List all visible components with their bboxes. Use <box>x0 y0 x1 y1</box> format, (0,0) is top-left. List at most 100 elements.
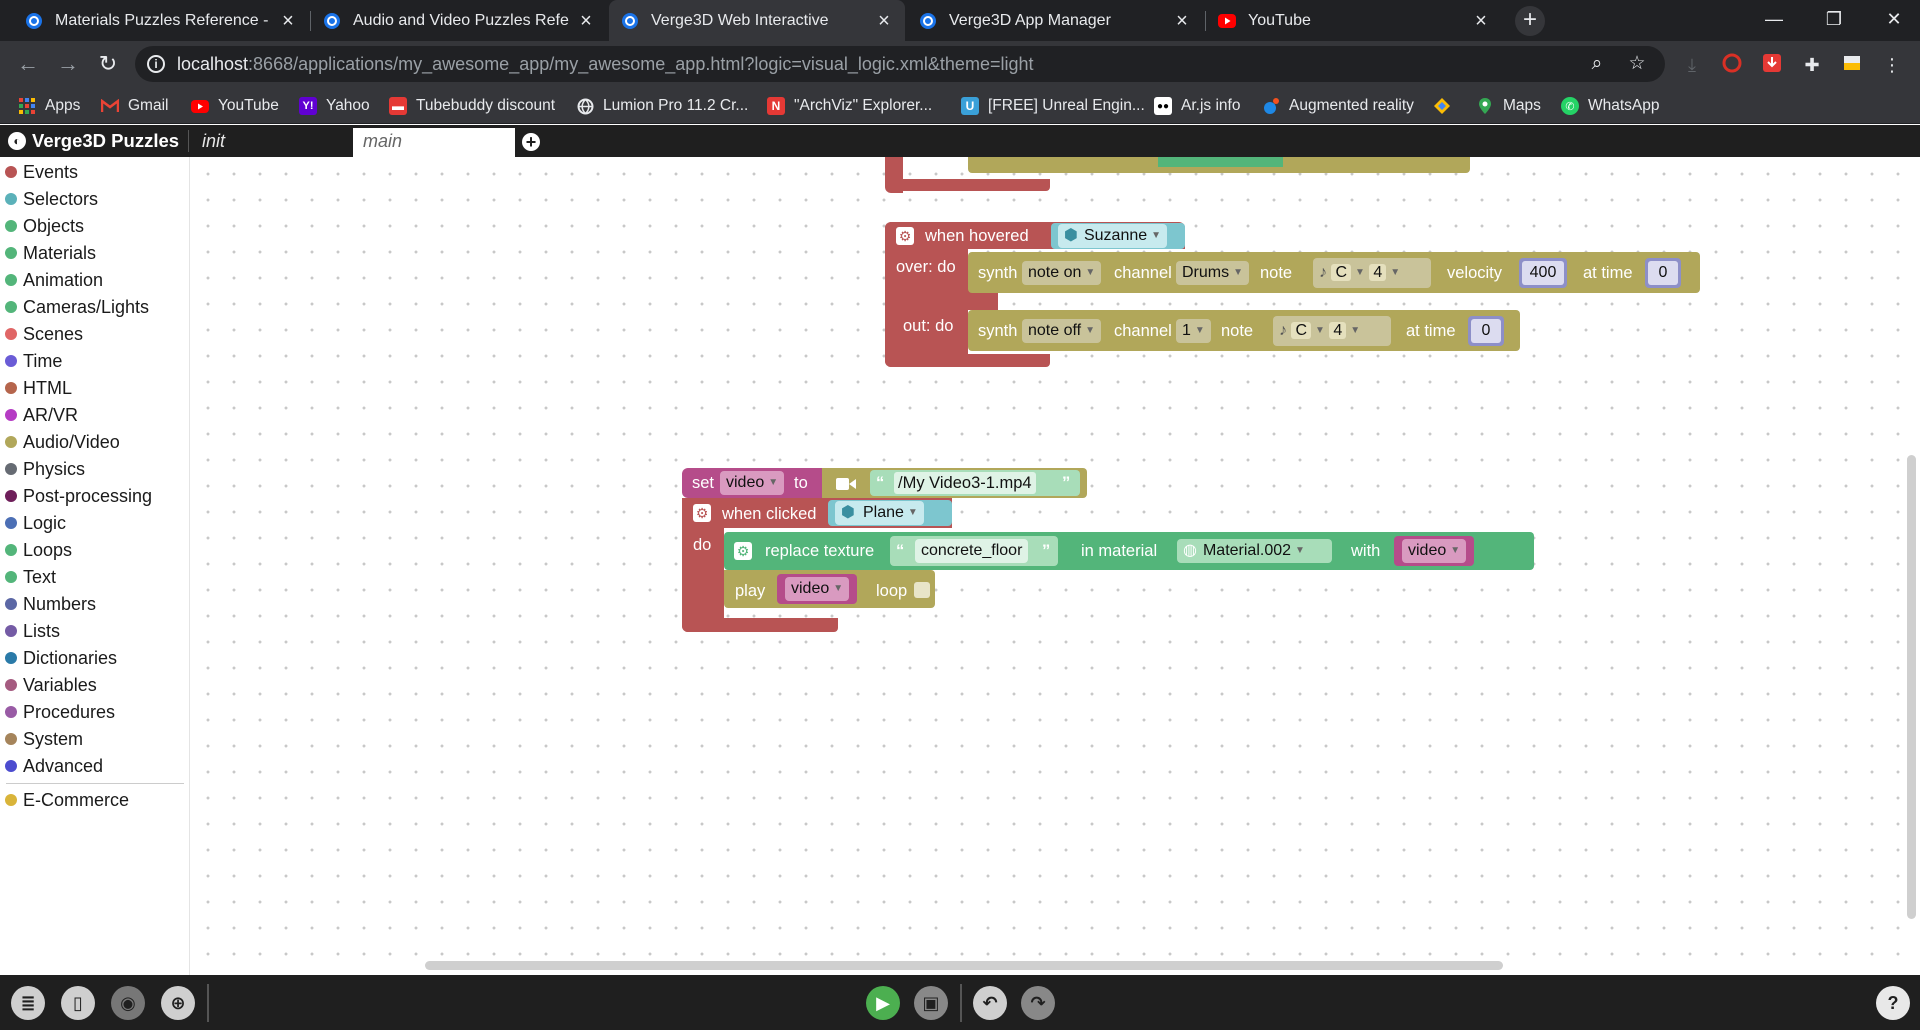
bookmark-archviz[interactable]: N"ArchViz" Explorer... <box>767 94 932 118</box>
gear-icon[interactable]: ⚙ <box>896 227 914 245</box>
save-icon[interactable]: ▣ <box>914 986 948 1020</box>
sidebar-toggle-icon[interactable]: ▯ <box>61 986 95 1020</box>
category-cameras-lights[interactable]: Cameras/Lights <box>5 294 149 320</box>
category-physics[interactable]: Physics <box>5 456 85 482</box>
bookmark-tubebuddy[interactable]: ▬Tubebuddy discount <box>389 94 555 118</box>
bookmark-gmail[interactable]: Gmail <box>101 94 168 118</box>
gear-icon[interactable]: ⚙ <box>693 504 711 522</box>
back-icon[interactable]: ← <box>17 51 39 76</box>
velocity-field[interactable]: 400 <box>1519 258 1567 288</box>
menu-kebab-icon[interactable]: ⋮ <box>1883 55 1901 75</box>
tab-init[interactable]: init <box>202 131 226 151</box>
loop-checkbox[interactable] <box>914 582 930 598</box>
channel-dropdown[interactable]: Drums▼ <box>1176 261 1250 285</box>
minimize-icon[interactable]: — <box>1765 9 1783 29</box>
close-icon[interactable]: × <box>1475 9 1487 32</box>
category-events[interactable]: Events <box>5 159 78 185</box>
url-text[interactable]: localhost:8668/applications/my_awesome_a… <box>177 54 1034 74</box>
texture-name-field[interactable]: concrete_floor <box>915 539 1029 563</box>
category-post-processing[interactable]: Post-processing <box>5 483 152 509</box>
category-e-commerce[interactable]: E-Commerce <box>5 787 129 813</box>
material-dropdown[interactable]: ◍Material.002▼ <box>1177 539 1332 563</box>
zoom-icon[interactable]: ⌕ <box>1591 53 1603 74</box>
mode-dropdown[interactable]: note on▼ <box>1022 261 1102 285</box>
time-field[interactable]: 0 <box>1645 258 1681 288</box>
close-icon[interactable]: × <box>282 9 294 32</box>
bookmark-whatsapp[interactable]: ✆WhatsApp <box>1561 94 1660 118</box>
bookmark-augmented-reality[interactable]: Augmented reality <box>1262 94 1414 118</box>
extensions-puzzle-icon[interactable]: ✚ <box>1804 55 1820 75</box>
category-text[interactable]: Text <box>5 564 56 590</box>
close-icon[interactable]: × <box>878 9 890 32</box>
bookmark-star-icon[interactable]: ☆ <box>1628 53 1646 74</box>
category-animation[interactable]: Animation <box>5 267 103 293</box>
close-icon[interactable]: × <box>1176 9 1188 32</box>
category-variables[interactable]: Variables <box>5 672 97 698</box>
window-close-icon[interactable]: ✕ <box>1886 9 1902 29</box>
bookmark-youtube[interactable]: YouTube <box>191 94 279 118</box>
variable-dropdown[interactable]: video▼ <box>785 577 850 601</box>
reload-icon[interactable]: ↻ <box>98 51 118 76</box>
category-lists[interactable]: Lists <box>5 618 60 644</box>
browser-tab[interactable]: Audio and Video Puzzles Referen × <box>311 0 607 41</box>
tab-main[interactable]: main <box>353 128 515 157</box>
horizontal-scrollbar[interactable] <box>425 961 1503 970</box>
bookmark-lumion[interactable]: Lumion Pro 11.2 Cr... <box>576 94 748 118</box>
category-audio-video[interactable]: Audio/Video <box>5 429 120 455</box>
category-time[interactable]: Time <box>5 348 62 374</box>
bookmark-extension[interactable] <box>1433 94 1460 118</box>
category-selectors[interactable]: Selectors <box>5 186 98 212</box>
note-field[interactable]: ♪ C▼ 4▼ <box>1313 258 1431 288</box>
site-info-icon[interactable]: i <box>147 55 165 73</box>
category-objects[interactable]: Objects <box>5 213 84 239</box>
camera-icon[interactable]: ◉ <box>111 986 145 1020</box>
channel-dropdown[interactable]: 1▼ <box>1176 319 1211 343</box>
category-dictionaries[interactable]: Dictionaries <box>5 645 117 671</box>
restore-icon[interactable]: ❐ <box>1825 9 1843 29</box>
video-path-text[interactable]: /My Video3-1.mp4 <box>894 472 1036 494</box>
category-materials[interactable]: Materials <box>5 240 96 266</box>
variable-dropdown[interactable]: video▼ <box>720 471 785 495</box>
add-tab-icon[interactable]: + <box>522 133 540 151</box>
when-clicked-block[interactable]: ⚙ when clicked ⬢Plane▼ do ⚙ replace text… <box>682 498 1534 636</box>
bookmark-unreal[interactable]: U[FREE] Unreal Engin... <box>961 94 1145 118</box>
variable-dropdown[interactable]: video▼ <box>1402 539 1467 563</box>
bookmark-apps[interactable]: Apps <box>18 94 80 118</box>
forward-icon[interactable]: → <box>57 51 79 76</box>
help-icon[interactable]: ? <box>1876 986 1910 1020</box>
category-ar-vr[interactable]: AR/VR <box>5 402 78 428</box>
save-extension-icon[interactable] <box>1760 53 1784 77</box>
object-field[interactable]: ⬢Plane▼ <box>835 501 924 525</box>
category-numbers[interactable]: Numbers <box>5 591 96 617</box>
time-field[interactable]: 0 <box>1468 316 1504 346</box>
menu-list-icon[interactable]: ≣ <box>11 986 45 1020</box>
set-video-block[interactable]: set video▼ to “ /My Video3-1.mp4 ” <box>682 468 1087 498</box>
address-bar[interactable]: i localhost:8668/applications/my_awesome… <box>135 46 1665 82</box>
mode-dropdown[interactable]: note off▼ <box>1022 319 1101 343</box>
target-icon[interactable]: ⊕ <box>161 986 195 1020</box>
category-loops[interactable]: Loops <box>5 537 72 563</box>
undo-icon[interactable]: ↶ <box>973 986 1007 1020</box>
category-html[interactable]: HTML <box>5 375 72 401</box>
workspace[interactable] <box>191 157 1920 975</box>
when-hovered-block[interactable]: ⚙ when hovered ⬢Suzanne▼ over: do out: d… <box>885 222 1700 372</box>
browser-tab[interactable]: Materials Puzzles Reference - Sof × <box>13 0 309 41</box>
bookmark-maps[interactable]: Maps <box>1476 94 1541 118</box>
new-tab-button[interactable]: + <box>1515 6 1545 36</box>
gear-icon[interactable]: ⚙ <box>734 542 752 560</box>
browser-tab[interactable]: YouTube × <box>1206 0 1502 41</box>
browser-tab-active[interactable]: Verge3D Web Interactive × <box>609 0 905 41</box>
bookmark-arjs[interactable]: ●●Ar.js info <box>1154 94 1240 118</box>
category-logic[interactable]: Logic <box>5 510 66 536</box>
close-icon[interactable]: × <box>580 9 592 32</box>
note-field[interactable]: ♪ C▼ 4▼ <box>1273 316 1391 346</box>
category-advanced[interactable]: Advanced <box>5 753 103 779</box>
extension-red-icon[interactable] <box>1720 53 1744 77</box>
object-field[interactable]: ⬢Suzanne▼ <box>1058 224 1168 248</box>
partial-top-block[interactable] <box>885 157 1585 195</box>
browser-tab[interactable]: Verge3D App Manager × <box>907 0 1203 41</box>
run-play-icon[interactable]: ▶ <box>866 986 900 1020</box>
redo-icon[interactable]: ↷ <box>1021 986 1055 1020</box>
bookmark-yahoo[interactable]: Y!Yahoo <box>299 94 370 118</box>
vertical-scrollbar[interactable] <box>1907 455 1916 919</box>
